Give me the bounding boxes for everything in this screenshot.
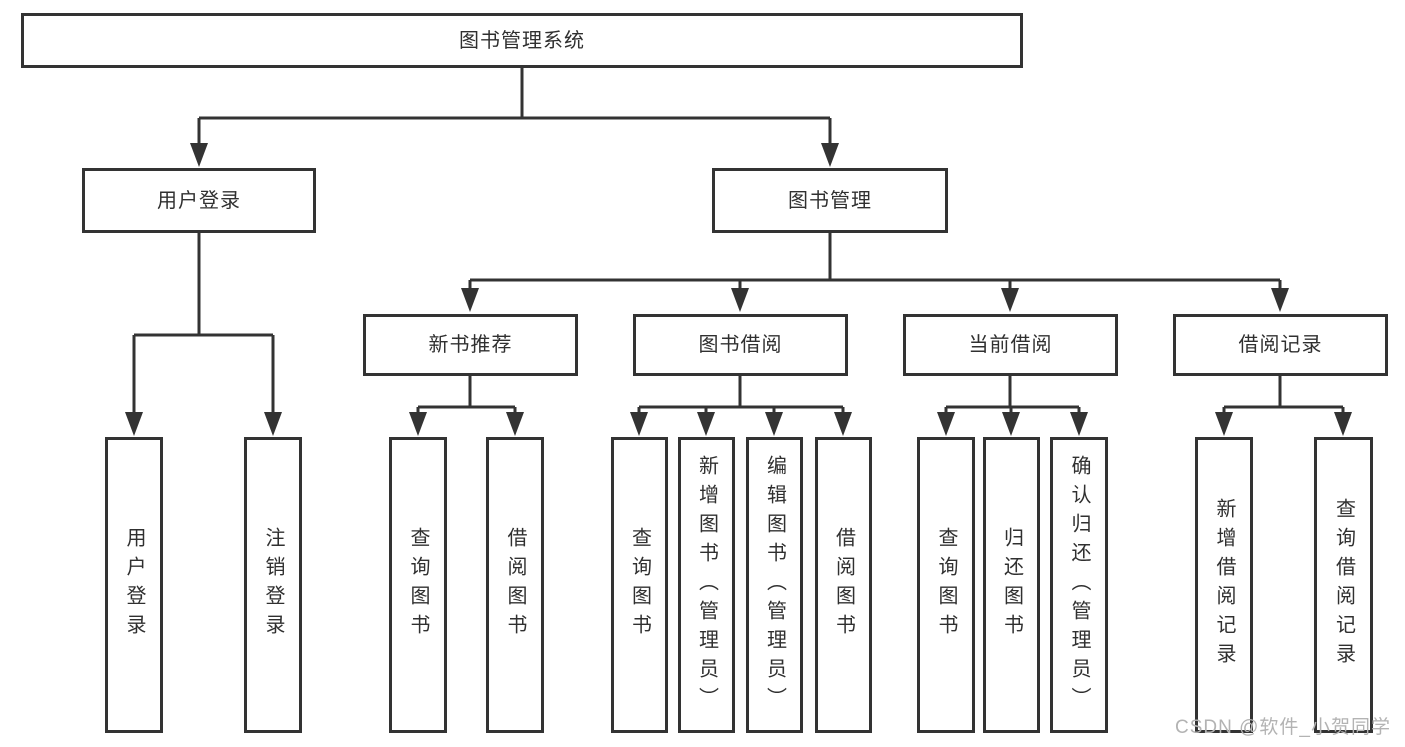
leaf-query-books-current: 查询图书 bbox=[917, 437, 975, 733]
node-label: 借阅记录 bbox=[1238, 334, 1323, 356]
leaf-return-books: 归还图书 bbox=[983, 437, 1040, 733]
leaf-label: 查询图书 bbox=[628, 527, 651, 643]
leaf-label: 确认归还（管理员） bbox=[1068, 454, 1090, 716]
node-label: 用户登录 bbox=[157, 189, 241, 212]
node-label: 图书管理系统 bbox=[459, 29, 585, 52]
leaf-borrow-books-recommend: 借阅图书 bbox=[486, 437, 544, 733]
leaf-query-books-recommend: 查询图书 bbox=[389, 437, 447, 733]
node-library-management-system: 图书管理系统 bbox=[21, 13, 1023, 68]
leaf-label: 借阅图书 bbox=[832, 527, 855, 643]
leaf-user-login: 用户登录 bbox=[105, 437, 163, 733]
node-label: 图书借阅 bbox=[698, 334, 783, 356]
leaf-label: 编辑图书（管理员） bbox=[763, 454, 786, 716]
node-label: 当前借阅 bbox=[968, 334, 1053, 356]
connector-bookmgmt-to-level3 bbox=[461, 233, 1289, 312]
leaf-query-books-borrowing: 查询图书 bbox=[611, 437, 668, 733]
node-label: 新书推荐 bbox=[428, 334, 513, 356]
leaf-add-books-admin: 新增图书（管理员） bbox=[678, 437, 735, 733]
node-new-book-recommendation: 新书推荐 bbox=[363, 314, 578, 376]
connector-records-to-children bbox=[1215, 376, 1352, 436]
leaf-edit-books-admin: 编辑图书（管理员） bbox=[746, 437, 803, 733]
leaf-logout: 注销登录 bbox=[244, 437, 302, 733]
connector-newbooks-to-children bbox=[409, 376, 524, 436]
leaf-query-borrow-record: 查询借阅记录 bbox=[1314, 437, 1373, 733]
leaf-confirm-return-admin: 确认归还（管理员） bbox=[1050, 437, 1108, 733]
leaf-label: 新增图书（管理员） bbox=[695, 454, 718, 716]
leaf-label: 查询图书 bbox=[407, 527, 429, 643]
csdn-watermark: CSDN @软件_小贺同学 bbox=[1175, 717, 1391, 738]
connector-current-to-children bbox=[937, 376, 1088, 436]
node-book-management: 图书管理 bbox=[712, 168, 948, 233]
connector-borrowing-to-children bbox=[630, 376, 852, 436]
leaf-label: 新增借阅记录 bbox=[1213, 498, 1235, 672]
node-user-login: 用户登录 bbox=[82, 168, 316, 233]
connector-root-to-level2 bbox=[190, 68, 839, 167]
leaf-label: 注销登录 bbox=[262, 527, 284, 643]
leaf-label: 归还图书 bbox=[1000, 527, 1023, 643]
node-current-borrowing: 当前借阅 bbox=[903, 314, 1118, 376]
leaf-borrow-books-borrowing: 借阅图书 bbox=[815, 437, 872, 733]
leaf-label: 用户登录 bbox=[123, 527, 145, 643]
leaf-label: 借阅图书 bbox=[504, 527, 526, 643]
node-label: 图书管理 bbox=[788, 189, 872, 212]
node-book-borrowing: 图书借阅 bbox=[633, 314, 848, 376]
leaf-label: 查询借阅记录 bbox=[1332, 498, 1355, 672]
node-borrowing-records: 借阅记录 bbox=[1173, 314, 1388, 376]
leaf-add-borrow-record: 新增借阅记录 bbox=[1195, 437, 1253, 733]
connector-userlogin-to-children bbox=[125, 233, 282, 436]
leaf-label: 查询图书 bbox=[935, 527, 957, 643]
